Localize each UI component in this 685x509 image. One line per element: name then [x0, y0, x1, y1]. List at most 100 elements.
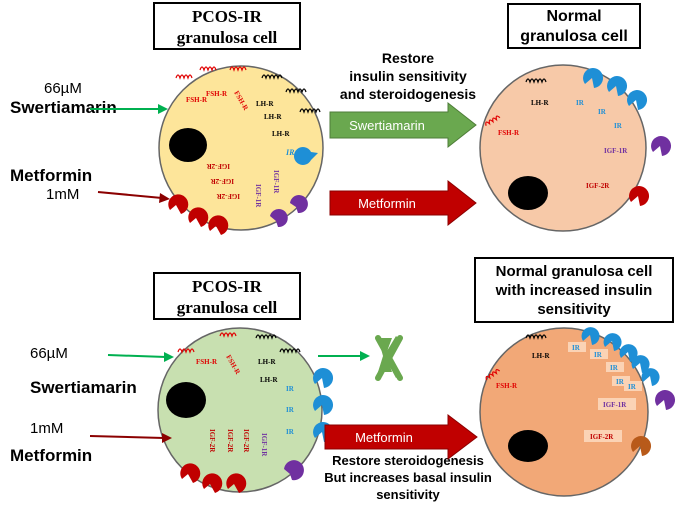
bottom-right-lh-label: LH-R — [532, 352, 550, 360]
igf2r-receptor-icon — [188, 207, 209, 227]
top-swertiamarin-thin-arrow — [90, 104, 168, 114]
bottom-swertiamarin-label: Swertiamarin — [30, 378, 137, 397]
top-right-title-box: Normal granulosa cell — [507, 3, 641, 49]
top-effect-text: Restore insulin sensitivity and steroido… — [318, 49, 498, 103]
bottom-effect-line1: Restore steroidogenesis — [332, 453, 484, 468]
igf1r-receptor-icon — [284, 460, 304, 481]
fsh-receptor-icon — [175, 74, 193, 80]
igf2r-label-bg — [584, 430, 622, 442]
bottom-right-igf1r-label: IGF-1R — [603, 401, 627, 409]
igf2r-receptor-icon — [168, 194, 189, 214]
top-left-fsh-receptors — [175, 66, 247, 80]
top-metformin-label: Metformin — [10, 166, 93, 185]
top-left-lh-label-2: LH-R — [264, 113, 282, 121]
bottom-right-title-line3: sensitivity — [537, 301, 611, 318]
ir-label-bg — [624, 381, 642, 391]
igf1r-receptor-icon — [651, 136, 672, 156]
bottom-metformin-label: Metformin — [10, 446, 93, 465]
igf2r-receptor-icon — [629, 186, 650, 206]
bottom-right-title-line1: Normal granulosa cell — [495, 263, 653, 280]
top-right-title-line2: granulosa cell — [520, 28, 628, 45]
top-left-lh-label-3: LH-R — [272, 130, 290, 138]
igf1r-receptor-icon — [270, 209, 288, 228]
lh-receptor-icon — [255, 334, 277, 340]
lh-receptor-icon — [525, 334, 547, 340]
bottom-metformin-dose: 1mM — [30, 420, 64, 437]
bottom-left-lh-label-1: LH-R — [258, 358, 276, 366]
ir-receptor-icon — [293, 147, 318, 165]
ir-receptor-icon — [603, 333, 622, 351]
bottom-left-nucleus — [166, 382, 206, 418]
ir-label-bg — [590, 349, 608, 359]
top-right-nucleus — [508, 176, 548, 210]
top-metformin-big-arrow: Metformin — [329, 179, 477, 227]
top-right-ir-label-1: IR — [576, 99, 585, 107]
ir-label-bg — [612, 376, 630, 386]
igf1r-receptor-icon — [655, 390, 676, 410]
bottom-right-nucleus — [508, 430, 548, 462]
bottom-left-cell: FSH-R FSH-R LH-R LH-R IR IR IR IGF-2R IG… — [157, 327, 334, 493]
top-right-fsh-label: FSH-R — [498, 129, 520, 137]
top-left-igf2r-label-2: IGF-2R — [210, 177, 234, 185]
bottom-right-title-box: Normal granulosa cell with increased ins… — [474, 257, 674, 323]
top-left-cell-body — [158, 65, 324, 231]
top-left-igf2r-label-1: IGF-2R — [206, 162, 230, 170]
bottom-metformin-thin-arrow — [89, 433, 172, 443]
fsh-receptor-icon — [485, 369, 501, 381]
fsh-receptor-icon — [485, 115, 501, 126]
bottom-effect-line2: But increases basal insulin — [324, 470, 492, 485]
bottom-left-igf2r-label-2: IGF-2R — [226, 429, 234, 453]
ir-receptor-icon — [607, 76, 628, 96]
bottom-left-igf1r-label: IGF-1R — [260, 433, 268, 457]
bottom-effect-text: Restore steroidogenesis But increases ba… — [320, 452, 496, 503]
bottom-right-igf2r-label: IGF-2R — [590, 433, 614, 441]
bottom-swertiamarin-blocked-arrow — [318, 351, 370, 361]
top-right-title-line1: Normal — [546, 8, 602, 25]
top-right-cell: LH-R FSH-R IR IR IR IGF-1R IGF-2R — [479, 64, 672, 232]
bottom-left-fsh-label-1: FSH-R — [196, 358, 218, 366]
top-left-title-line1: PCOS-IR — [192, 7, 262, 26]
ir-label-bg — [606, 362, 624, 372]
ir-receptor-icon — [313, 368, 334, 388]
top-left-lh-receptors — [261, 74, 321, 114]
lh-receptor-icon — [525, 78, 547, 84]
top-effect-line3: and steroidogenesis — [339, 86, 477, 102]
igf2r-receptor-icon — [631, 436, 652, 456]
igf2r-receptor-icon — [180, 463, 201, 483]
bottom-left-igf2r-label-3: IGF-2R — [242, 429, 250, 453]
bottom-right-fsh-label: FSH-R — [496, 382, 518, 390]
lh-receptor-icon — [261, 74, 283, 80]
top-effect-line2: insulin sensitivity — [349, 68, 467, 84]
top-swertiamarin-label: Swertiamarin — [10, 98, 117, 117]
top-right-ir-label-3: IR — [614, 122, 623, 130]
top-swertiamarin-big-arrow: Swertiamarin — [329, 101, 477, 149]
top-left-fsh-label-2: FSH-R — [206, 90, 228, 98]
bottom-metformin-big-arrow: Metformin — [324, 413, 478, 461]
igf2r-receptor-icon — [202, 473, 223, 493]
bottom-left-title-line2: granulosa cell — [176, 298, 278, 317]
top-metformin-thin-arrow — [97, 191, 170, 203]
top-right-ir-label-2: IR — [598, 108, 607, 116]
bottom-right-ir-label-1: IR — [572, 344, 581, 352]
top-left-title-line2: granulosa cell — [176, 28, 278, 47]
bottom-right-ir-label-3: IR — [610, 364, 619, 372]
bottom-right-ir-label-5: IR — [628, 383, 637, 391]
fsh-receptor-icon — [177, 348, 195, 354]
bottom-left-title-box: PCOS-IR granulosa cell — [153, 272, 301, 320]
top-right-lh-label: LH-R — [531, 99, 549, 107]
top-effect-line1: Restore — [381, 50, 435, 66]
top-left-nucleus — [169, 128, 207, 162]
top-left-igf1r-label-1: IGF-1R — [254, 184, 262, 208]
bottom-left-igf2r-label-1: IGF-2R — [208, 429, 216, 453]
blocked-x-icon — [375, 335, 403, 381]
bottom-right-cell: LH-R FSH-R IR IR IR IR IR IGF-1R IGF-2R — [479, 327, 676, 497]
igf2r-receptor-icon — [208, 215, 229, 235]
bottom-left-lh-label-2: LH-R — [260, 376, 278, 384]
bottom-right-title-line2: with increased insulin — [495, 282, 653, 299]
top-right-igf2r-label: IGF-2R — [586, 182, 610, 190]
bottom-right-ir-label-2: IR — [594, 351, 603, 359]
bottom-right-ir-label-4: IR — [616, 378, 625, 386]
fsh-receptor-icon — [219, 332, 237, 338]
top-arrow1-label: Swertiamarin — [349, 118, 425, 133]
